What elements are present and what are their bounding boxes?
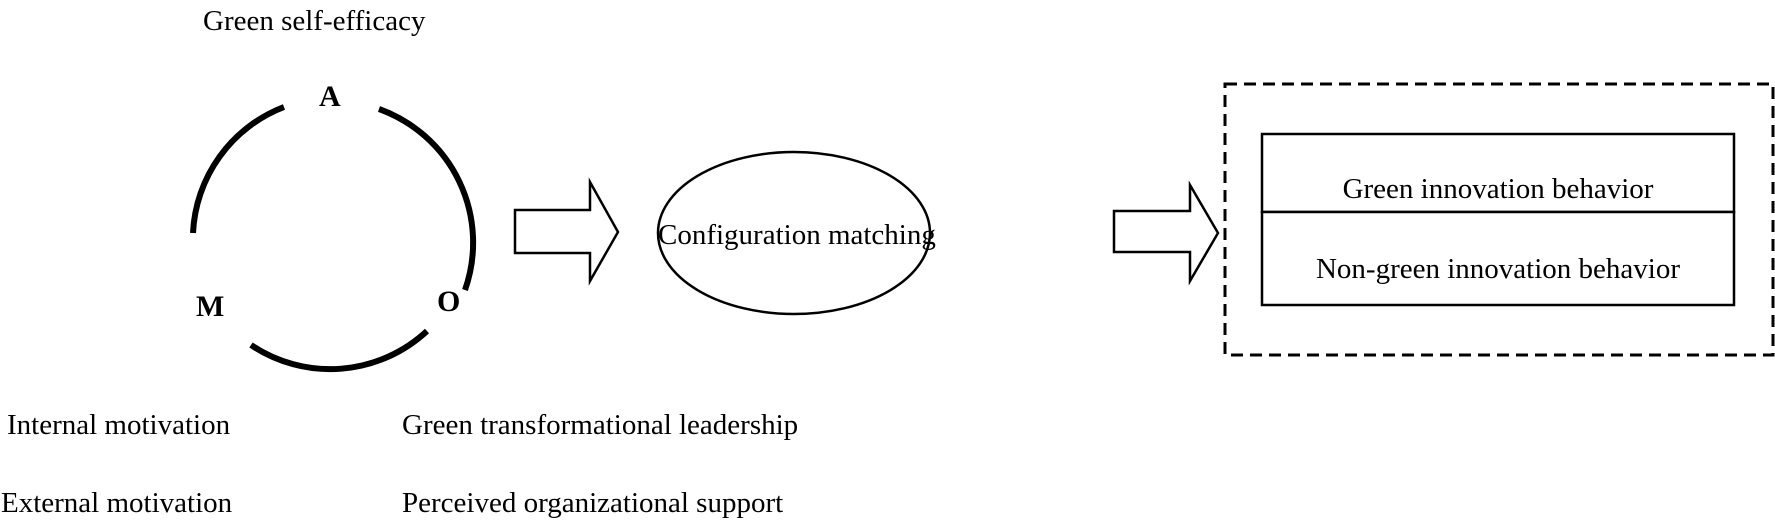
letter-a: A (319, 80, 341, 113)
ability-factor-label: Green self-efficacy (203, 5, 426, 37)
amo-arc-bottom (249, 328, 430, 373)
opportunity-factor-label-2: Perceived organizational support (402, 487, 784, 519)
arrow-to-configuration (513, 177, 620, 286)
letter-o: O (437, 285, 461, 318)
amo-arc-top-left (190, 104, 286, 234)
opportunity-factor-label-1: Green transformational leadership (402, 409, 799, 441)
motivation-factor-label-2: External motivation (1, 487, 233, 519)
letter-m: M (196, 290, 225, 323)
outcome-label-non-green: Non-green innovation behavior (1315, 253, 1680, 285)
configuration-ellipse (656, 150, 932, 316)
motivation-factor-label-1: Internal motivation (7, 409, 231, 441)
outcome-box-bottom (1260, 210, 1736, 307)
amo-arc-top-right (377, 106, 477, 291)
arrow-to-outcomes (1112, 180, 1220, 286)
outcome-box-top (1260, 132, 1736, 214)
outcome-label-green: Green innovation behavior (1342, 173, 1654, 205)
outcome-dashed-frame (1223, 82, 1775, 357)
configuration-label: Configuration matching (658, 219, 936, 251)
